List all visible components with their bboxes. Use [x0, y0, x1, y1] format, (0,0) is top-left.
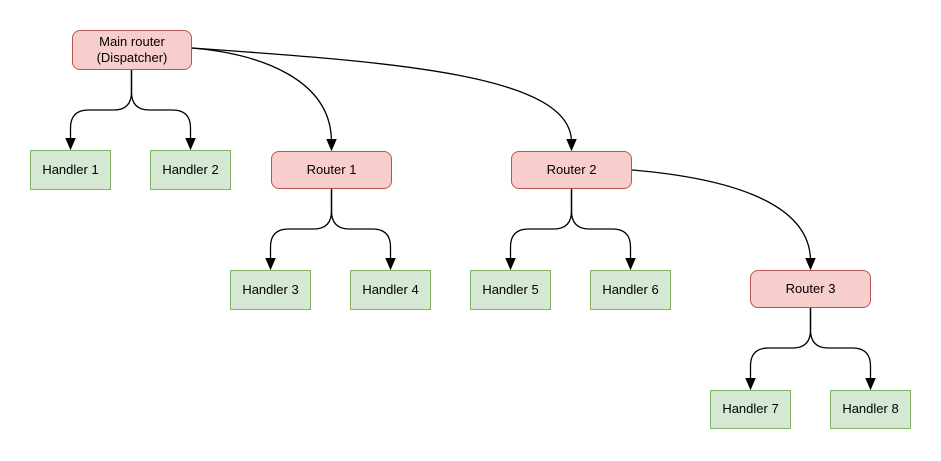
- arrowhead-handler8: [865, 378, 876, 391]
- node-router-1[interactable]: Router 1: [271, 151, 392, 189]
- node-handler-4-label: Handler 4: [362, 281, 419, 297]
- node-handler-1-label: Handler 1: [42, 161, 99, 177]
- arrowhead-handler2: [185, 138, 196, 151]
- node-handler-5[interactable]: Handler 5: [470, 270, 551, 310]
- edge-router2-to-handler6: [570, 189, 632, 261]
- arrowhead-handler3: [265, 258, 276, 271]
- node-router-1-label: Router 1: [306, 161, 357, 177]
- node-handler-8[interactable]: Handler 8: [830, 390, 911, 429]
- node-router-2-label: Router 2: [546, 161, 597, 177]
- edge-router1-to-handler4: [330, 189, 392, 261]
- node-router-3-label: Router 3: [785, 280, 836, 296]
- node-handler-4[interactable]: Handler 4: [350, 270, 431, 310]
- node-handler-3[interactable]: Handler 3: [230, 270, 311, 310]
- node-router-2[interactable]: Router 2: [511, 151, 632, 189]
- node-handler-2-label: Handler 2: [162, 161, 219, 177]
- node-handler-6-label: Handler 6: [602, 281, 659, 297]
- arrowhead-router1: [326, 139, 337, 152]
- node-handler-6[interactable]: Handler 6: [590, 270, 671, 310]
- edge-router2-to-handler5: [509, 189, 573, 261]
- edge-router3-to-handler7: [749, 308, 812, 381]
- edge-router3-to-handler8: [809, 308, 872, 381]
- node-handler-8-label: Handler 8: [842, 401, 899, 417]
- arrowhead-handler1: [65, 138, 76, 151]
- node-handler-2[interactable]: Handler 2: [150, 150, 231, 190]
- arrowhead-handler4: [385, 258, 396, 271]
- edge-main-to-handler2: [130, 70, 192, 141]
- arrowhead-handler7: [745, 378, 756, 391]
- node-handler-7[interactable]: Handler 7: [710, 390, 791, 429]
- edge-main-to-router2: [191, 47, 573, 143]
- arrowhead-handler5: [505, 258, 516, 271]
- arrowhead-router3: [805, 258, 816, 271]
- edge-router2-to-router3: [631, 169, 812, 262]
- edge-router1-to-handler3: [269, 189, 333, 261]
- arrowhead-router2: [566, 139, 577, 152]
- arrowhead-handler6: [625, 258, 636, 271]
- node-main-router[interactable]: Main router (Dispatcher): [72, 30, 192, 70]
- node-handler-3-label: Handler 3: [242, 281, 299, 297]
- node-handler-7-label: Handler 7: [722, 401, 779, 417]
- node-handler-1[interactable]: Handler 1: [30, 150, 111, 190]
- edge-main-to-router1: [191, 47, 333, 143]
- node-router-3[interactable]: Router 3: [750, 270, 871, 308]
- node-main-router-label: Main router (Dispatcher): [96, 33, 168, 65]
- node-handler-5-label: Handler 5: [482, 281, 539, 297]
- edge-main-to-handler1: [69, 70, 133, 141]
